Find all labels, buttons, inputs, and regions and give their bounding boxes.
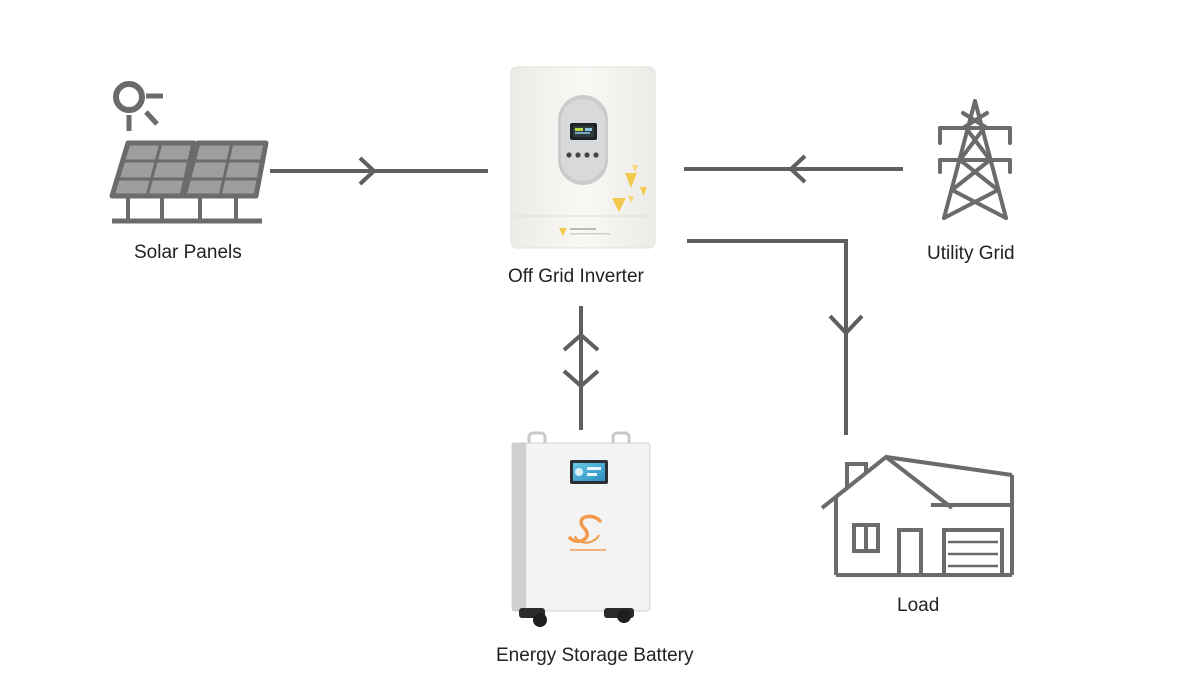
solar-panels-icon <box>109 140 269 224</box>
inverter-label: Off Grid Inverter <box>508 266 644 287</box>
connectors <box>270 154 903 435</box>
solar-panels-label: Solar Panels <box>134 242 242 263</box>
load-label: Load <box>897 595 940 616</box>
inverter-to-load-arrow <box>828 314 864 336</box>
sun-icon <box>113 81 163 131</box>
inverter-battery-arrow-down <box>562 369 600 389</box>
grid-to-inverter-arrow <box>788 154 807 184</box>
battery-label: Energy Storage Battery <box>496 645 694 666</box>
house-icon <box>820 454 1014 577</box>
inverter-device <box>510 66 656 249</box>
solar-to-inverter-arrow <box>358 156 377 186</box>
inverter-battery-arrow-up <box>562 332 600 352</box>
transmission-tower-icon <box>938 99 1012 220</box>
utility-grid-label: Utility Grid <box>927 243 1015 264</box>
battery-device <box>511 431 651 627</box>
inverter-to-load-line <box>687 239 848 435</box>
